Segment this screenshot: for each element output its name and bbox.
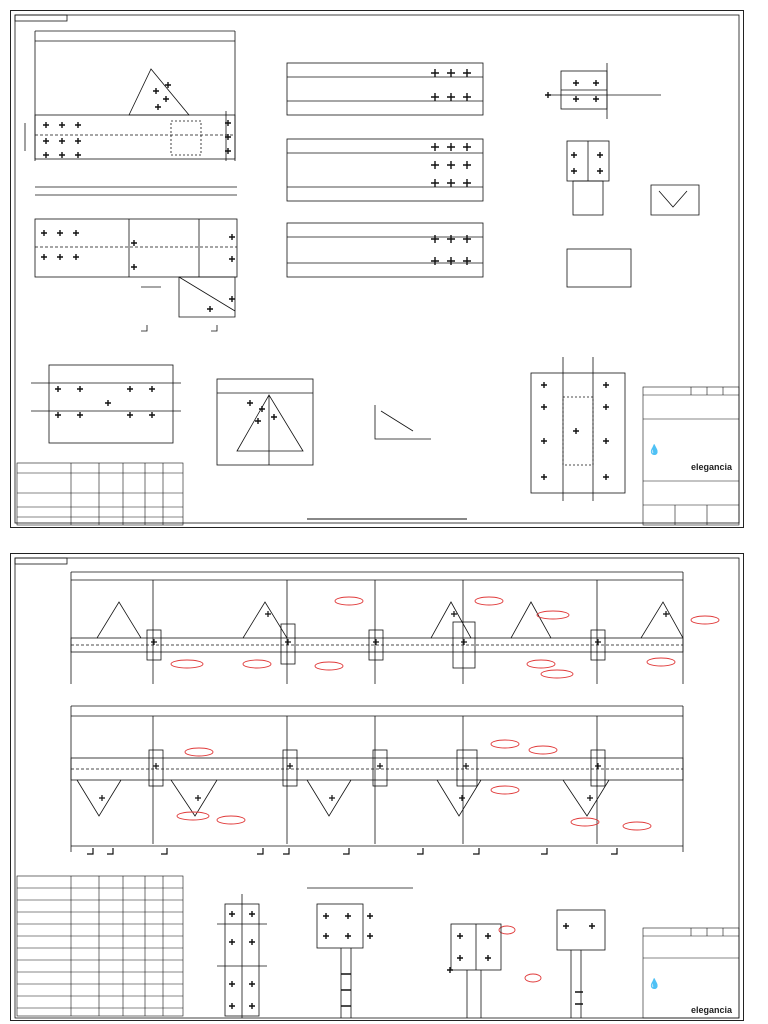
view-column-detail-2: [566, 140, 610, 216]
drawing-sheet-2: 💧 elegancia: [10, 553, 744, 1021]
view-plate-detail: [650, 184, 700, 216]
view-column-joint: [450, 923, 502, 1018]
revision-clouds: [170, 596, 720, 983]
truss-elevation-2: [70, 705, 684, 852]
sheet-2-drawing: [14, 557, 740, 1019]
sheet-label-box: [14, 14, 68, 22]
view-angle-detail: [374, 405, 431, 440]
brand-name: elegancia: [691, 462, 733, 472]
view-beam-gusset-top: [24, 30, 236, 161]
view-end-plate: [31, 364, 181, 444]
view-base-plate: [566, 248, 632, 288]
view-column-cap: [307, 887, 413, 1018]
view-section-1: [286, 62, 484, 116]
view-gusset-corner: [216, 378, 314, 466]
view-column-splice: [530, 357, 626, 501]
drop-logo-icon: 💧: [648, 445, 661, 456]
sheet-1-drawing: [14, 14, 740, 526]
title-block-2: [642, 927, 740, 1019]
drop-logo-icon: 💧: [648, 979, 661, 990]
inner-border: [14, 14, 740, 524]
brand-name: elegancia: [691, 1005, 733, 1015]
inner-border: [14, 557, 740, 1019]
view-end-plate-2: [217, 894, 267, 1018]
view-column-detail-1: [551, 63, 661, 119]
truss-elevation-1: [70, 571, 684, 684]
sheet-label-box: [14, 557, 68, 565]
drawing-sheet-1: 💧 elegancia: [10, 10, 744, 528]
view-beam-splice: [34, 186, 238, 318]
view-section-2: [286, 138, 484, 202]
view-section-3: [286, 222, 484, 278]
view-column-top: [556, 909, 606, 1018]
parts-list-table: [16, 875, 184, 1017]
title-block-1: [642, 386, 740, 526]
bill-of-materials-table: [16, 462, 184, 526]
